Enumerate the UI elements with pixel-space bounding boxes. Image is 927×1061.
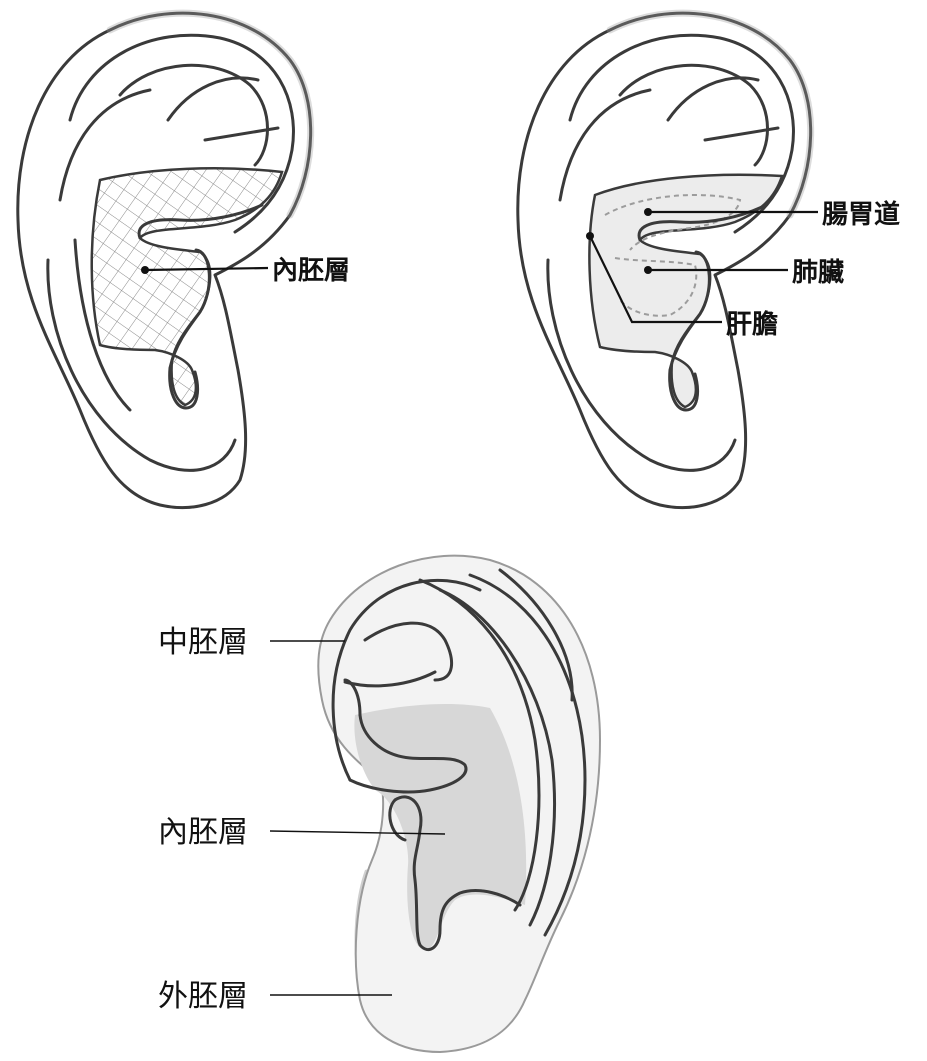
ear-figure-organs: 腸胃道 肺臟 肝膽 [516, 9, 900, 509]
ear-figure-germ-layers: 中胚層 內胚層 外胚層 [158, 554, 602, 1054]
ear-outline [16, 11, 313, 509]
ear-outline [516, 11, 813, 509]
ear-figure-endoderm: 內胚層 [16, 9, 350, 509]
label-ectoderm: 外胚層 [158, 979, 248, 1014]
label-intestine-stomach: 腸胃道 [822, 199, 900, 230]
label-mesoderm: 中胚層 [158, 625, 248, 660]
endoderm-region [354, 704, 527, 950]
endoderm-hatched-region [90, 167, 284, 407]
label-lung: 肺臟 [792, 258, 844, 288]
label-liver-gallbladder: 肝膽 [726, 309, 778, 340]
lung-zone [614, 257, 698, 317]
helix-rim [68, 33, 295, 234]
label-endoderm-bottom: 內胚層 [158, 815, 248, 850]
intestine-zone [604, 194, 742, 251]
label-endoderm-top: 內胚層 [272, 256, 350, 286]
